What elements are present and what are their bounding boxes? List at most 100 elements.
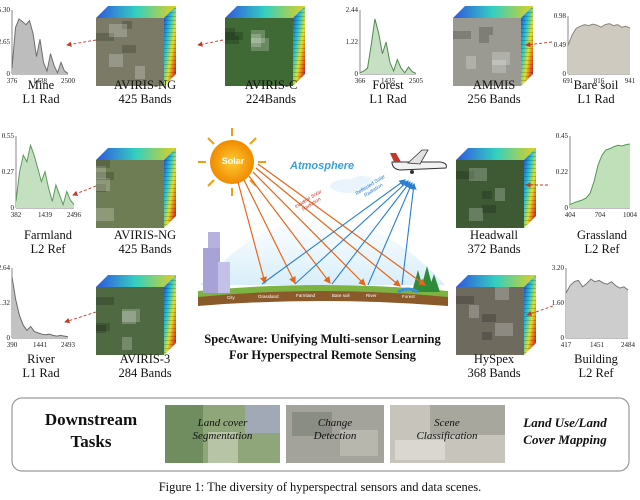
x-tick-label: 1004 [623,211,638,219]
cloud-icon [330,176,374,193]
spectrum-line [359,18,417,74]
y-tick-label: 0 [11,204,15,212]
y-tick-label: 1.22 [346,38,359,46]
spectrum-area [568,23,630,75]
figure-title: SpecAware: Unifying Multi-sensor Learnin… [204,332,441,362]
x-tick-label: 2484 [621,341,636,349]
hyperspectral-cube [453,6,533,86]
city-building-icon [203,248,220,293]
solar-label: Solar [221,156,245,166]
x-tick-label: 1451 [590,341,605,349]
hyperspectral-cube [96,148,176,228]
hyperspectral-cube [96,6,176,86]
y-tick-label: 0.98 [554,12,567,20]
hyperspectral-cube [456,275,536,355]
y-tick-label: 3.20 [552,264,565,272]
x-tick-label: 404 [565,211,576,219]
spectrum-line [11,277,69,338]
x-tick-label: 2493 [61,341,76,349]
spectrum-line [15,143,75,207]
spectrum-area [12,277,68,338]
y-tick-label: 0 [563,70,567,78]
ground-label-grassland: Grassland [258,294,279,299]
spectrum-line [569,143,631,206]
ground-label-city: City [227,295,235,300]
hyperspectral-cube [96,275,176,355]
x-tick-label: 941 [625,77,636,85]
spectrum-area [570,144,630,208]
y-tick-label: 0 [561,334,565,342]
spectrum-line [11,18,69,75]
y-tick-label: 2.64 [0,264,11,272]
hyperspectral-cube [225,6,305,86]
y-tick-label: 0 [355,70,359,78]
y-tick-label: 0.22 [556,168,569,176]
y-tick-label: 0.45 [556,132,569,140]
spectrum-line [565,278,629,294]
y-tick-label: 2.44 [346,6,359,14]
y-tick-label: 1.32 [0,299,11,307]
x-tick-label: 366 [355,77,366,85]
x-tick-label: 1441 [33,341,48,349]
figure-caption: Figure 1: The diversity of hyperspectral… [158,480,482,494]
y-tick-label: 0.27 [2,168,15,176]
ground-label-farmland: Farmland [296,293,316,298]
x-tick-label: 2500 [61,77,76,85]
scene-illustration [198,128,448,306]
x-tick-label: 417 [561,341,572,349]
ground-label-river: River [366,293,377,298]
spectrum-area [12,18,68,74]
y-tick-label: 2.65 [0,38,11,46]
ground-label-forest: Forest [402,294,415,299]
x-tick-label: 390 [7,341,18,349]
task-thumbnails [165,405,505,463]
connector-arrows [64,39,554,324]
y-tick-label: 1.60 [552,299,565,307]
y-tick-label: 0 [565,204,569,212]
x-tick-label: 2496 [67,211,82,219]
sun-icon [198,128,266,196]
x-tick-label: 1438 [33,77,48,85]
x-tick-label: 2505 [409,77,424,85]
y-tick-label: 5.30 [0,6,11,14]
x-tick-label: 1439 [38,211,53,219]
x-tick-label: 691 [563,77,574,85]
hyperspectral-cube [456,148,536,228]
x-tick-label: 376 [7,77,18,85]
x-tick-label: 382 [11,211,22,219]
x-tick-label: 1435 [381,77,396,85]
y-tick-label: 0 [7,70,11,78]
atmosphere-label: Atmosphere [290,160,355,172]
spectrum-line [567,23,631,46]
ground-label-baresoil: Bare soil [332,293,350,298]
y-tick-label: 0 [7,334,11,342]
spectrum-area [566,279,628,338]
y-tick-label: 0.55 [2,132,15,140]
